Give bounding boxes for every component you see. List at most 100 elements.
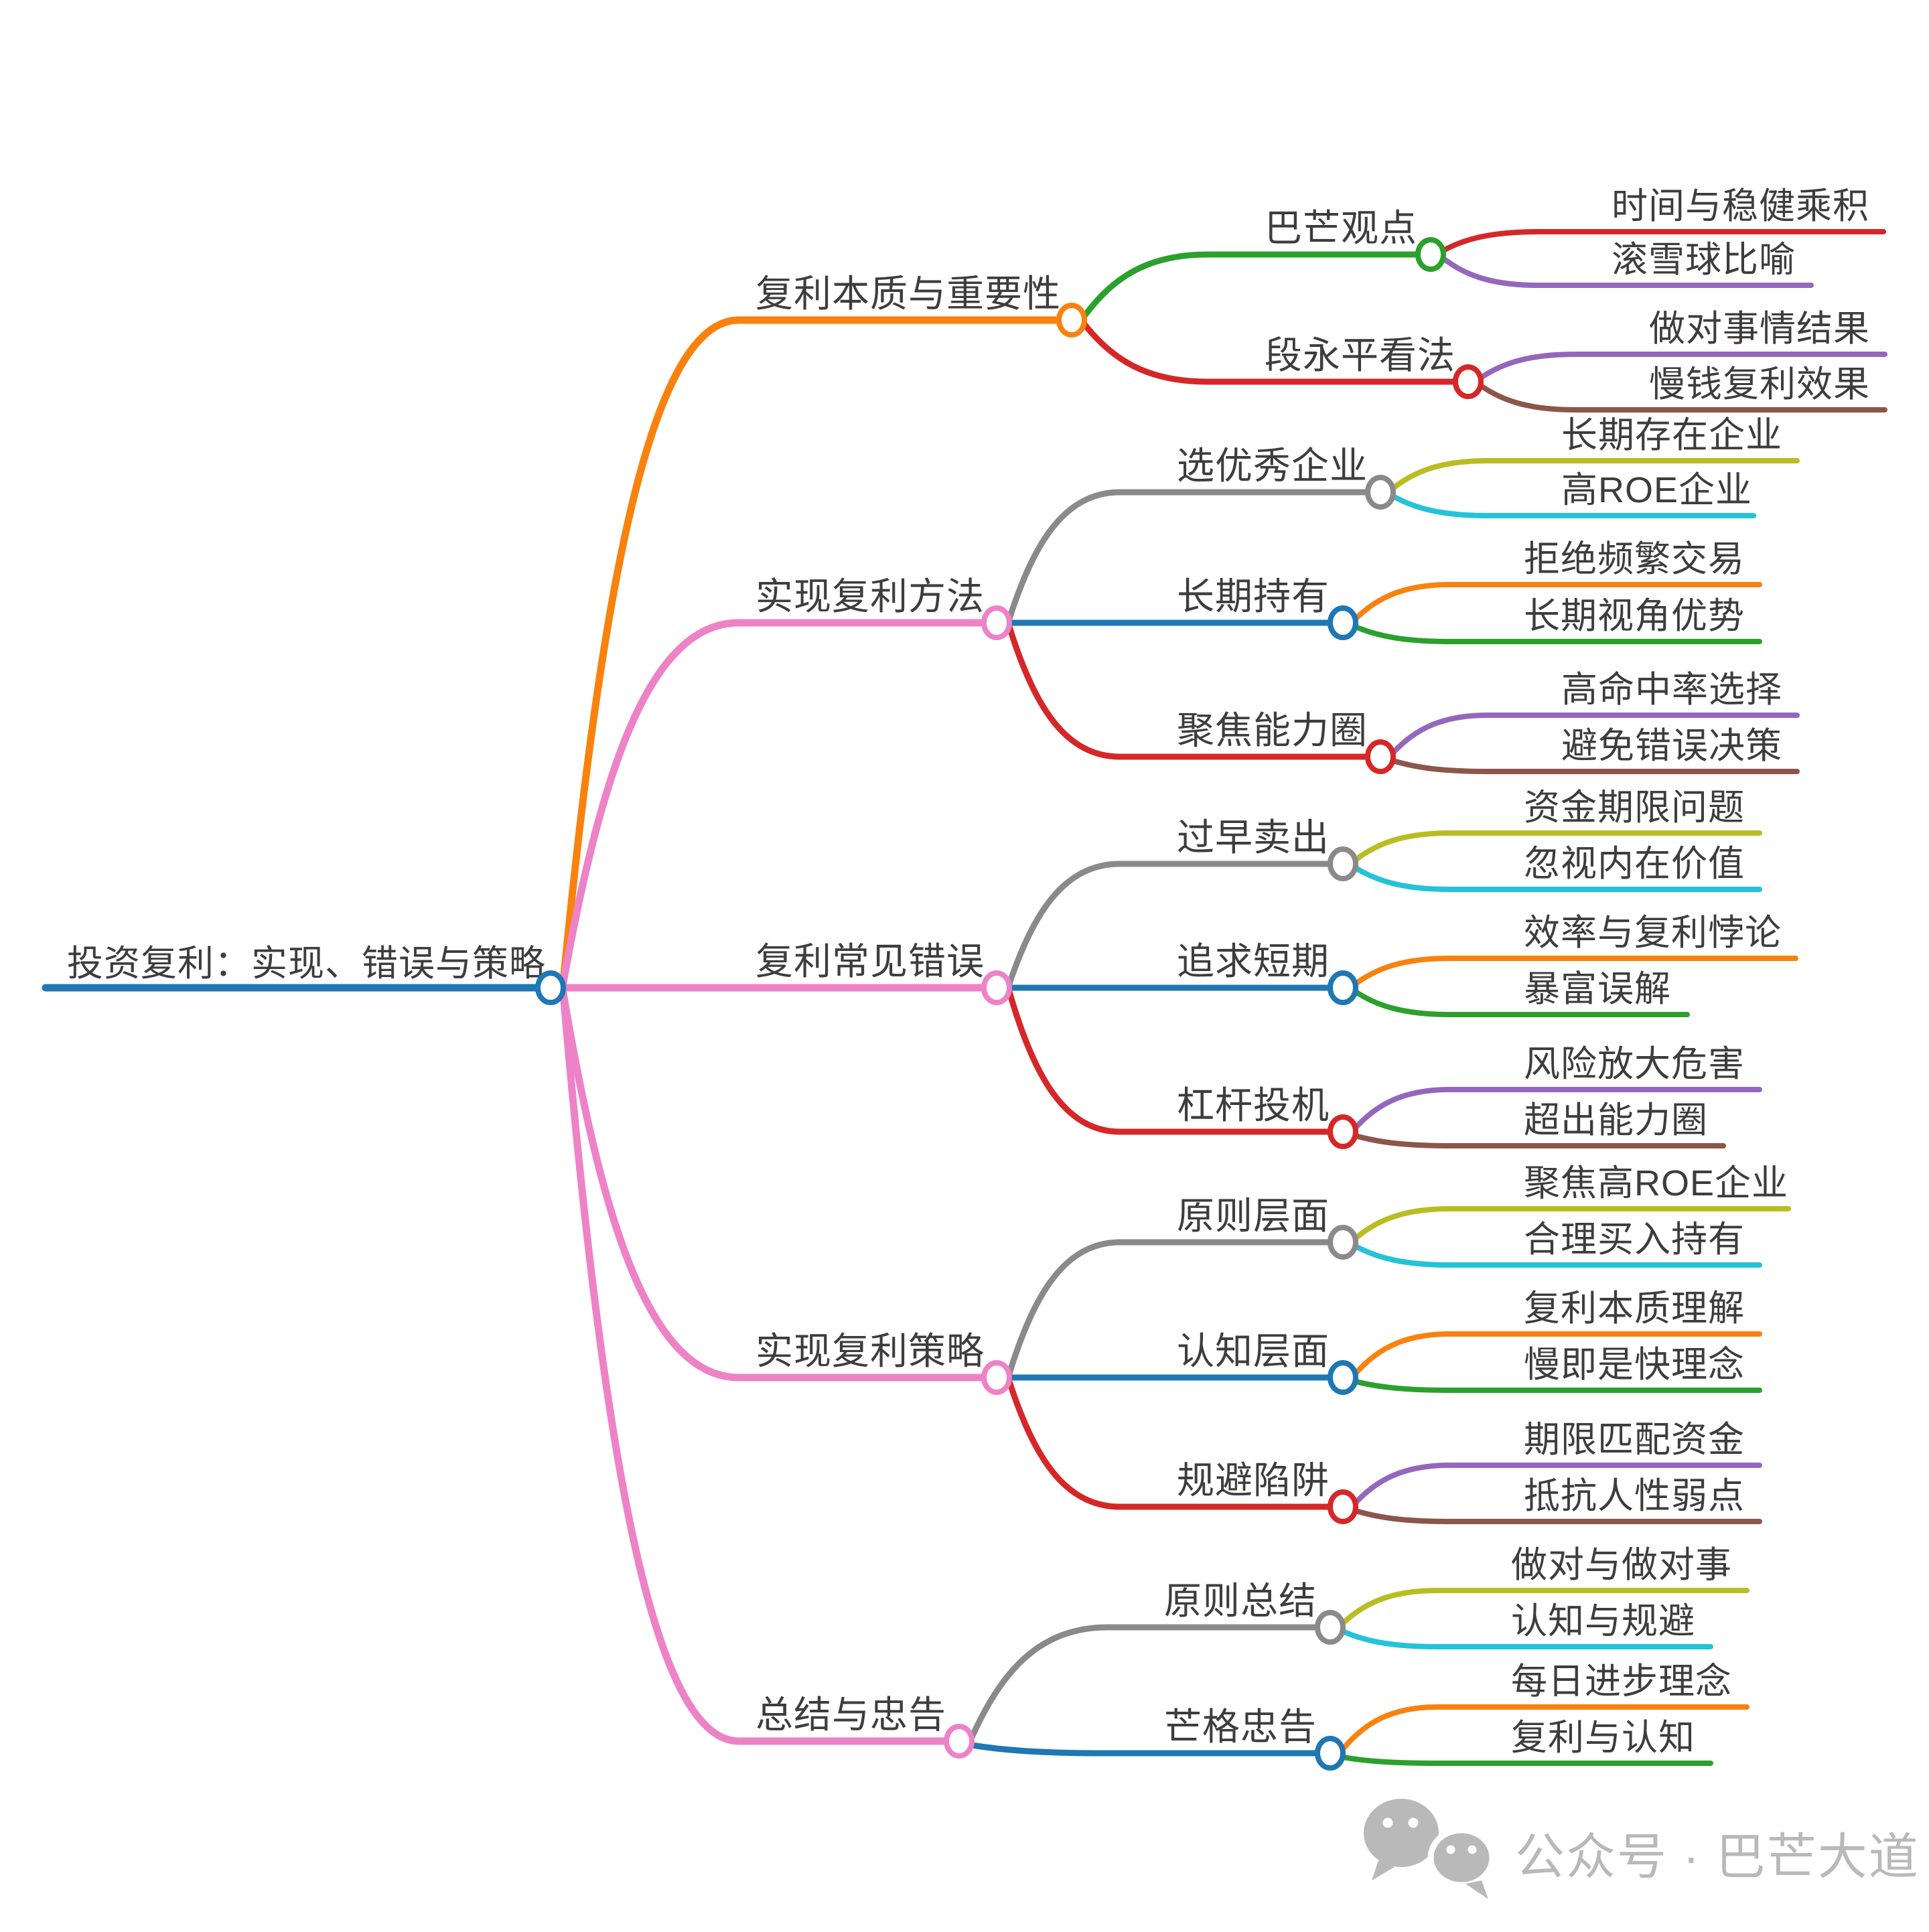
branch-1-child-1-leaf-2-label[interactable]: 滚雪球比喻: [1612, 240, 1796, 280]
branch-1-child-1-node-circle[interactable]: [1415, 237, 1446, 272]
branch-5-connector: [559, 989, 743, 1745]
branch-4-child-1-leaf-2-connector: [1353, 1244, 1453, 1268]
branch-4-child-2-leaf-2-label[interactable]: 慢即是快理念: [1524, 1345, 1745, 1385]
branch-4-child-1-node-circle[interactable]: [1328, 1225, 1358, 1260]
branch-2-child-2-leaf-2-label[interactable]: 长期视角优势: [1524, 596, 1745, 636]
branch-1-child-2-leaf-2-connector: [1478, 383, 1578, 413]
branch-3-child-3-leaf-2-connector: [1353, 1133, 1453, 1148]
branch-2-child-3-connector: [1006, 623, 1123, 760]
branch-4-child-2-node-circle[interactable]: [1328, 1360, 1358, 1395]
root-label[interactable]: 投资复利：实现、错误与策略: [67, 944, 546, 984]
branch-4-child-1-leaf-2-label[interactable]: 合理买入持有: [1524, 1219, 1745, 1260]
branch-5-child-1-node-circle[interactable]: [1315, 1610, 1346, 1645]
branch-4-child-3-connector: [1006, 1378, 1123, 1510]
branch-1-child-2-label[interactable]: 段永平看法: [1265, 334, 1455, 376]
branch-1-child-2-leaf-2-label[interactable]: 慢钱复利效果: [1649, 364, 1870, 404]
branch-1-child-2-connector: [1081, 321, 1211, 385]
branch-1-child-1-leaf-2-connector: [1441, 256, 1541, 288]
branch-5-child-1-leaf-2-label[interactable]: 认知与规避: [1511, 1601, 1695, 1641]
branch-3-child-1-label[interactable]: 过早卖出: [1177, 816, 1330, 859]
branch-3-child-3-leaf-2-label[interactable]: 超出能力圈: [1524, 1100, 1708, 1140]
branch-2-child-1-connector: [1006, 489, 1123, 622]
branch-1-child-2-leaf-1-connector: [1478, 352, 1578, 380]
branch-4-child-1-label[interactable]: 原则层面: [1177, 1195, 1330, 1237]
branch-5-label[interactable]: 总结与忠告: [756, 1694, 946, 1736]
branch-3-child-3-label[interactable]: 杠杆投机: [1177, 1084, 1330, 1126]
branch-2-child-3-leaf-2-connector: [1390, 758, 1490, 774]
wechat-icon: [1364, 1799, 1496, 1899]
watermark: 公众号 · 巴芒大道: [1364, 1799, 1918, 1899]
branch-4-child-3-leaf-2-connector: [1353, 1508, 1453, 1524]
branch-5-child-2-leaf-1-label[interactable]: 每日进步理念: [1511, 1661, 1732, 1702]
branch-2-child-1-leaf-1-connector: [1390, 458, 1490, 491]
branch-3-child-1-node-circle[interactable]: [1328, 846, 1358, 881]
branch-1-label[interactable]: 复利本质与重要性: [756, 273, 1061, 315]
branch-1-child-2-node-circle[interactable]: [1453, 364, 1484, 399]
branch-2-child-3-label[interactable]: 聚焦能力圈: [1177, 709, 1368, 751]
branch-3-child-2-label[interactable]: 追求短期: [1177, 940, 1330, 982]
branch-1-child-1-leaf-1-connector: [1441, 229, 1541, 253]
branch-2-child-1-leaf-2-label[interactable]: 高ROE企业: [1561, 470, 1752, 510]
branch-5-child-2-leaf-2-label[interactable]: 复利与认知: [1511, 1718, 1695, 1758]
branch-3-child-1-leaf-2-connector: [1353, 865, 1453, 892]
branch-4-child-3-leaf-1-connector: [1353, 1463, 1453, 1505]
branch-2-child-3-leaf-1-label[interactable]: 高命中率选择: [1561, 670, 1782, 710]
branch-4-node-circle[interactable]: [981, 1360, 1012, 1395]
branch-2-child-1-node-circle[interactable]: [1365, 475, 1396, 510]
branch-4-child-3-label[interactable]: 规避陷阱: [1177, 1459, 1330, 1501]
branch-1-child-1-label[interactable]: 巴芒观点: [1265, 207, 1417, 249]
branch-5-child-2-label[interactable]: 芒格忠告: [1164, 1706, 1317, 1748]
branch-3-child-3-leaf-1-connector: [1353, 1087, 1453, 1130]
branch-3-child-3-node-circle[interactable]: [1328, 1114, 1358, 1149]
branch-4-child-3-leaf-1-label[interactable]: 期限匹配资金: [1524, 1420, 1745, 1460]
branch-1-child-1-connector: [1081, 251, 1211, 319]
branch-3-node-circle[interactable]: [981, 970, 1012, 1005]
branch-2-child-1-leaf-1-label[interactable]: 长期存在企业: [1561, 415, 1782, 455]
branch-4-child-1-leaf-1-label[interactable]: 聚焦高ROE企业: [1524, 1163, 1788, 1203]
branch-3-child-1-leaf-1-label[interactable]: 资金期限问题: [1524, 788, 1745, 828]
root-node-circle[interactable]: [535, 970, 566, 1005]
branch-2-connector: [559, 619, 743, 986]
branch-4-child-2-label[interactable]: 认知层面: [1177, 1330, 1330, 1372]
branch-4-child-3-leaf-2-label[interactable]: 抵抗人性弱点: [1524, 1476, 1745, 1516]
branch-3-child-1-leaf-2-label[interactable]: 忽视内在价值: [1524, 844, 1745, 884]
branch-3-child-2-node-circle[interactable]: [1328, 970, 1358, 1005]
branch-4-child-2-leaf-1-label[interactable]: 复利本质理解: [1524, 1288, 1745, 1329]
branch-3-child-2-leaf-1-connector: [1353, 956, 1453, 986]
branch-3-child-2-leaf-1-label[interactable]: 效率与复利悖论: [1524, 913, 1782, 953]
branch-4-connector: [559, 989, 743, 1382]
branch-5-child-1-leaf-1-label[interactable]: 做对与做对事: [1511, 1545, 1732, 1585]
branch-4-child-3-node-circle[interactable]: [1328, 1489, 1358, 1524]
branch-1-node-circle[interactable]: [1056, 303, 1087, 338]
branch-2-child-1-label[interactable]: 选优秀企业: [1177, 445, 1368, 487]
mindmap-tree: 投资复利：实现、错误与策略 复利本质与重要性 巴芒观点 时间与稳健乘积滚雪球比喻段永平…: [42, 186, 1887, 1771]
branch-2-child-3-leaf-1-connector: [1390, 713, 1490, 755]
branch-1-child-2-leaf-1-label[interactable]: 做对事情结果: [1649, 309, 1870, 349]
branch-4-child-1-connector: [1006, 1239, 1123, 1377]
branch-3-child-3-leaf-1-label[interactable]: 风险放大危害: [1524, 1044, 1745, 1084]
branch-2-child-3-node-circle[interactable]: [1365, 739, 1396, 774]
branch-5-child-1-leaf-2-connector: [1340, 1629, 1440, 1649]
branch-1-child-1-leaf-1-label[interactable]: 时间与稳健乘积: [1612, 186, 1869, 226]
branch-5-child-2-leaf-1-connector: [1340, 1704, 1440, 1752]
branch-5-child-2-leaf-2-connector: [1340, 1755, 1440, 1766]
branch-5-child-1-connector: [969, 1624, 1111, 1740]
branch-2-child-2-label[interactable]: 长期持有: [1177, 575, 1330, 617]
branch-2-label[interactable]: 实现复利方法: [756, 575, 985, 617]
branch-4-child-2-leaf-1-connector: [1353, 1331, 1453, 1376]
branch-5-child-1-label[interactable]: 原则总结: [1164, 1580, 1317, 1622]
branch-2-child-2-leaf-1-connector: [1353, 582, 1453, 621]
branch-2-child-2-leaf-1-label[interactable]: 拒绝频繁交易: [1524, 539, 1745, 579]
branch-3-label[interactable]: 复利常见错误: [756, 940, 985, 982]
branch-5-child-2-node-circle[interactable]: [1315, 1736, 1346, 1771]
branch-3-child-2-leaf-2-connector: [1353, 989, 1453, 1017]
branch-3-child-1-leaf-1-connector: [1353, 830, 1453, 863]
branch-2-node-circle[interactable]: [981, 605, 1012, 640]
branch-2-child-3-leaf-2-label[interactable]: 避免错误决策: [1561, 726, 1782, 766]
branch-3-child-2-leaf-2-label[interactable]: 暴富误解: [1524, 969, 1671, 1009]
branch-2-child-2-leaf-2-connector: [1353, 624, 1453, 644]
branch-5-node-circle[interactable]: [944, 1724, 975, 1759]
branch-2-child-2-node-circle[interactable]: [1328, 605, 1358, 640]
branch-4-label[interactable]: 实现复利策略: [756, 1330, 985, 1372]
